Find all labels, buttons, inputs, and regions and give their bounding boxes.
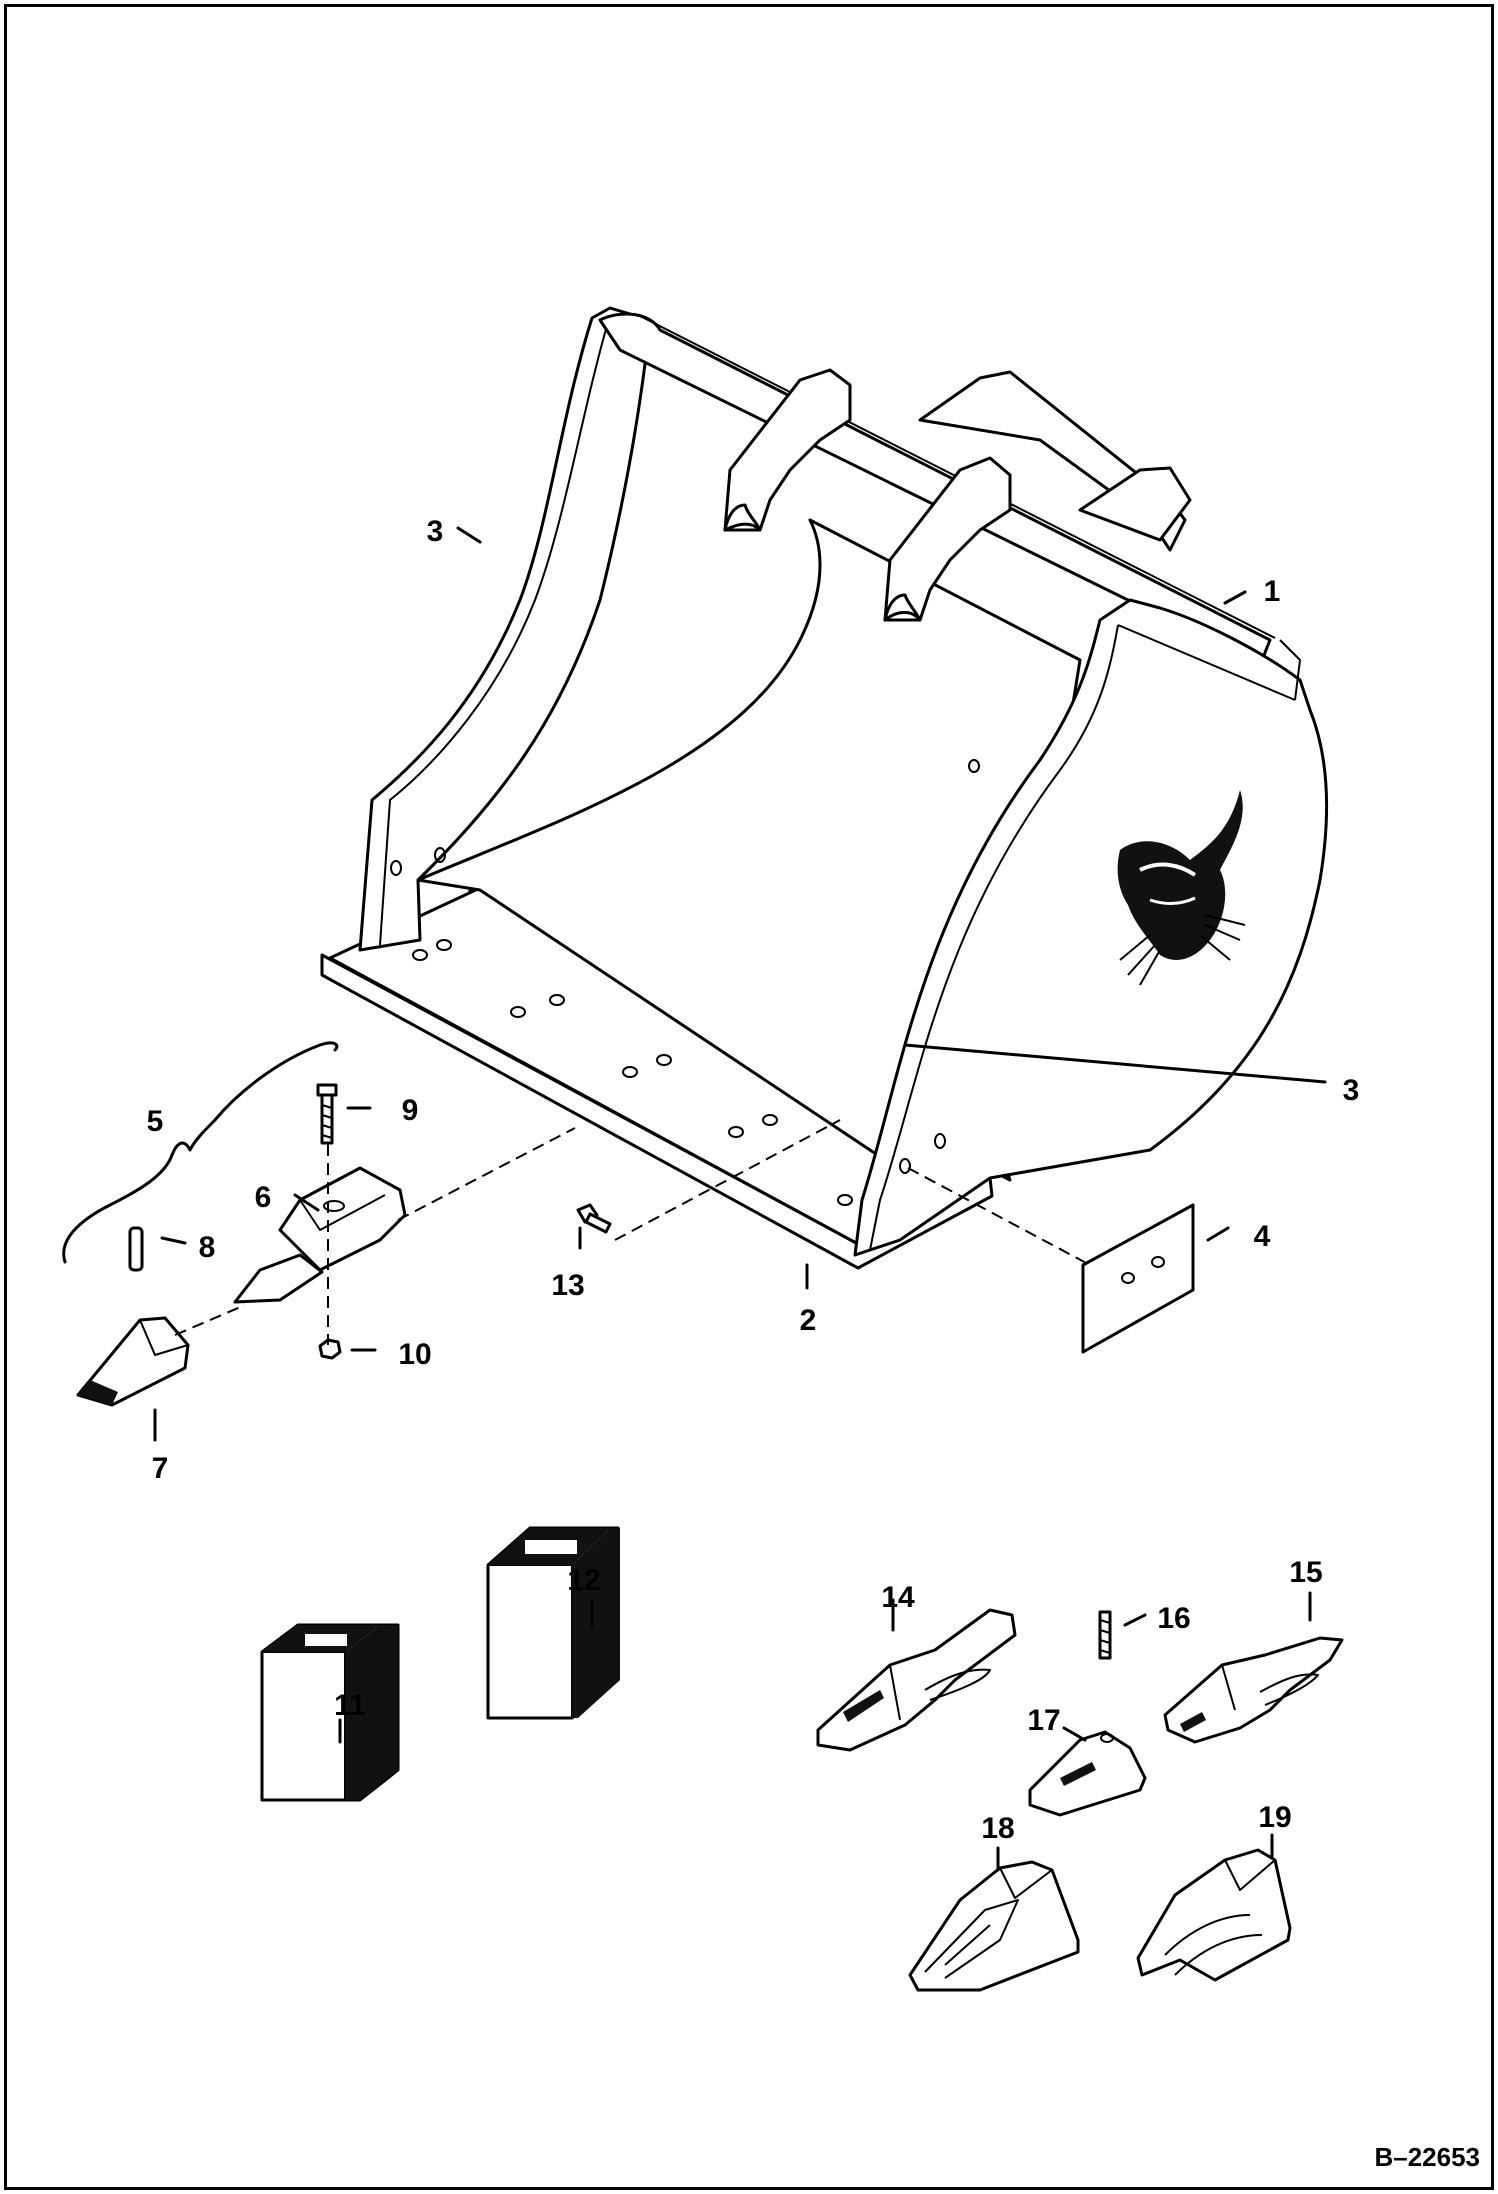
callout-2: 2	[800, 1304, 817, 1337]
part-13-bolt	[576, 1203, 612, 1234]
part-7-tooth	[76, 1316, 190, 1407]
part-17-adapter	[1028, 1730, 1147, 1817]
part-8-pin	[128, 1226, 144, 1272]
leader-lines	[153, 526, 1327, 1872]
drawing-border	[4, 4, 1494, 2190]
part-11-package	[260, 1623, 400, 1802]
tooth-assembly-group	[62, 1041, 407, 1407]
callout-3-left: 3	[427, 515, 444, 548]
callout-6: 6	[255, 1181, 272, 1214]
part-15-tooth	[1163, 1636, 1344, 1744]
part-16-pin	[1098, 1610, 1112, 1660]
part-19-tooth	[1136, 1848, 1292, 1982]
bobcat-logo	[1117, 790, 1246, 986]
part-18-tooth	[908, 1860, 1080, 1992]
callout-labels: 3 1 3 4 2 9 5 6 8 7 10 13 12 11 14 15 16…	[147, 515, 1360, 1845]
callout-15: 15	[1289, 1556, 1322, 1589]
callout-18: 18	[981, 1812, 1014, 1845]
document-id: B–22653	[1374, 2142, 1480, 2172]
callout-5: 5	[147, 1105, 164, 1138]
bucket-hook-left	[723, 503, 762, 532]
bucket-mounting-ear-left	[723, 368, 852, 532]
part-4-side-wear-plate	[1081, 1203, 1195, 1354]
callout-19: 19	[1258, 1801, 1291, 1834]
callout-9: 9	[402, 1094, 419, 1127]
callout-brace-5	[62, 1041, 339, 1264]
callout-8: 8	[199, 1231, 216, 1264]
part-9-bolt	[316, 1083, 338, 1145]
part-14-tooth	[816, 1608, 1017, 1752]
callout-4: 4	[1254, 1220, 1271, 1253]
callout-14: 14	[881, 1581, 915, 1614]
bucket-right-side-plate	[853, 598, 1329, 1257]
bucket-rear-ear	[918, 370, 1187, 552]
bucket-mounting-holes	[390, 759, 980, 1206]
callout-17: 17	[1027, 1704, 1060, 1737]
part-6-adapter	[233, 1166, 407, 1304]
callout-3-right: 3	[1343, 1074, 1360, 1107]
callout-10: 10	[398, 1338, 431, 1371]
bucket-mounting-ear-right	[883, 456, 1012, 622]
callout-1: 1	[1264, 575, 1281, 608]
callout-11: 11	[334, 1689, 366, 1722]
callout-7: 7	[152, 1452, 169, 1485]
callout-12: 12	[567, 1564, 600, 1597]
bucket-assembly	[320, 306, 1329, 1270]
part-10-nut	[318, 1338, 342, 1360]
bucket-rear-ear-2	[1078, 466, 1192, 542]
callout-13: 13	[551, 1269, 584, 1302]
assembly-guide-lines	[174, 1119, 1091, 1345]
callout-16: 16	[1157, 1602, 1190, 1635]
bucket-hook-right	[883, 593, 922, 622]
part-12-package	[486, 1526, 620, 1720]
